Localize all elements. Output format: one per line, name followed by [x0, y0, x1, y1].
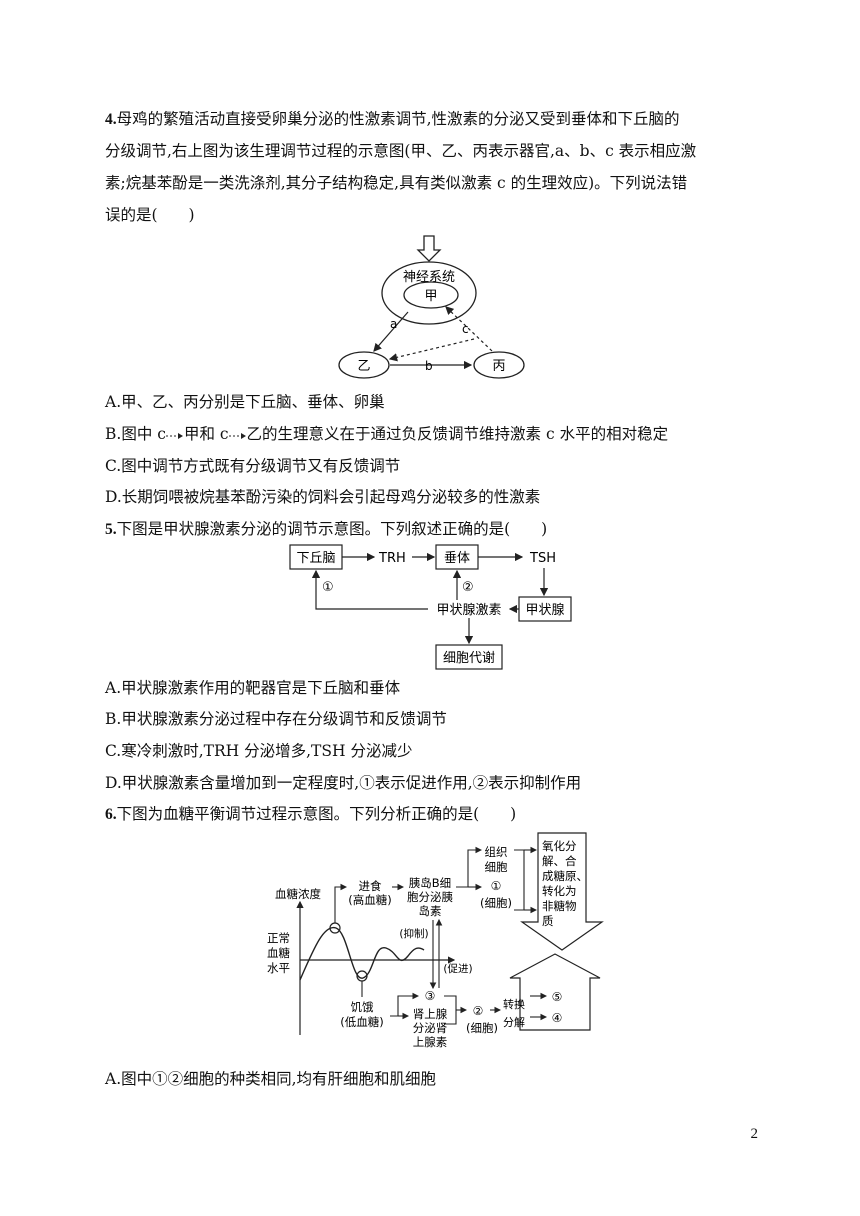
q6-stem-text: 下图为血糖平衡调节过程示意图。下列分析正确的是( )	[116, 805, 517, 823]
pituitary-label: 垂体	[444, 551, 470, 566]
label-c: c	[462, 322, 469, 336]
q4-option-b-part1: B.图中 c	[105, 425, 166, 443]
circle-4-label: ④	[552, 1011, 563, 1025]
result-label-5: 非糖物	[542, 899, 577, 913]
cell-bracket-top	[514, 849, 525, 911]
q4-stem-text-1: 母鸡的繁殖活动直接受卵巢分泌的性激素调节,性激素的分泌又受到垂体和下丘脑的	[116, 110, 680, 128]
thyroid-box	[518, 596, 572, 622]
q6-number: 6.	[105, 806, 117, 823]
q6-option-a: A.图中①②细胞的种类相同,均有肝细胞和肌细胞	[105, 1070, 437, 1088]
adrenal-label-2: 分泌肾	[413, 1021, 448, 1035]
islet-to-tissue-arrow	[456, 846, 483, 888]
q4-option-b-part3: 乙的生理意义在于通过负反馈调节维持激素 c 水平的相对稳定	[246, 425, 669, 443]
q5-option-b: B.甲状腺激素分泌过程中存在分级调节和反馈调节	[105, 710, 447, 728]
hunger-to-c3-arrow	[390, 992, 420, 1017]
q5-diagram: 下丘脑 TRH 垂体 TSH 甲状腺 甲状腺激素 ② ① 细胞代谢	[289, 544, 572, 670]
dashed-arrow-icon	[228, 433, 246, 439]
normal-label-3: 水平	[267, 961, 290, 975]
q4-stem-line-4: 误的是( )	[105, 206, 195, 224]
promote-label: (促进)	[443, 962, 472, 975]
tsh-label: TSH	[529, 551, 556, 566]
q6-diagram: 血糖浓度 正常 血糖 水平 进食 (高血糖) 胰岛B细 胞分泌胰 岛素 组织 细…	[267, 832, 604, 1049]
q4-option-a: A.甲、乙、丙分别是下丘脑、垂体、卵巢	[105, 393, 385, 411]
up-arrow-icon	[509, 953, 601, 1031]
adrenal-label-1: 肾上腺	[413, 1007, 448, 1021]
adrenal-label-3: 上腺素	[413, 1035, 448, 1049]
eat-label-2: (高血糖)	[348, 893, 391, 907]
result-label-4: 转化为	[542, 884, 577, 898]
q4-option-b-part2: 甲和 c	[183, 425, 229, 443]
jia-ellipse	[403, 281, 459, 309]
normal-label-2: 血糖	[267, 946, 290, 960]
circle-3-label: ③	[425, 989, 436, 1003]
thyroid-label: 甲状腺	[525, 603, 564, 618]
islet-label-1: 胰岛B细	[409, 876, 451, 890]
q5-option-d: D.甲状腺激素含量增加到一定程度时,①表示促进作用,②表示抑制作用	[105, 774, 582, 792]
bing-ellipse	[473, 351, 525, 379]
q4-stem-line-3: 素;烷基苯酚是一类洗涤剂,其分子结构稳定,具有类似激素 c 的生理效应)。下列说…	[105, 174, 688, 192]
metabolism-box	[435, 644, 503, 670]
yi-ellipse	[338, 351, 390, 379]
q4-option-d: D.长期饲喂被烷基苯酚污染的饲料会引起母鸡分泌较多的性激素	[105, 488, 541, 506]
q4-option-b: B.图中 c 甲和 c 乙的生理意义在于通过负反馈调节维持激素 c 水平的相对稳定	[105, 423, 668, 445]
islet-label-2: 胞分泌胰	[407, 890, 453, 904]
eat-arrow	[334, 883, 348, 923]
yi-label: 乙	[357, 359, 370, 374]
circle-5-label: ⑤	[552, 990, 563, 1004]
arrow-a	[373, 311, 409, 352]
convert-label: 转换	[503, 997, 525, 1011]
pituitary-box	[435, 544, 479, 570]
q5-option-c: C.寒冷刺激时,TRH 分泌增多,TSH 分泌减少	[105, 742, 413, 760]
result-label-2: 解、合	[542, 854, 577, 868]
hunger-label-1: 饥饿	[351, 1000, 374, 1014]
circle-2-label: ②	[473, 1004, 484, 1018]
q5-number: 5.	[105, 521, 117, 538]
trh-label: TRH	[378, 551, 406, 566]
hypothalamus-box	[289, 544, 343, 570]
q4-option-c: C.图中调节方式既有分级调节又有反馈调节	[105, 457, 401, 475]
label-a: a	[390, 317, 397, 331]
circle-1-label: ①	[322, 580, 334, 595]
inhibit-label: (抑制)	[399, 927, 428, 940]
decompose-label: 分解	[503, 1015, 525, 1029]
q4-number: 4.	[105, 111, 117, 128]
circle-2-label: ②	[462, 580, 474, 595]
bing-label: 丙	[492, 359, 505, 374]
feedback-line-1	[311, 569, 428, 610]
glucose-curve	[299, 926, 425, 981]
q4-stem-line-2: 分级调节,右上图为该生理调节过程的示意图(甲、乙、丙表示器官,a、b、c 表示相…	[105, 142, 697, 160]
arrow-c-to-yi	[388, 338, 475, 362]
nervous-system-label: 神经系统	[403, 270, 455, 285]
eat-label-1: 进食	[359, 879, 382, 893]
hypothalamus-label: 下丘脑	[296, 551, 335, 566]
tissue-label-1: 组织	[485, 845, 508, 859]
jia-label: 甲	[424, 289, 437, 304]
hormone-label: 甲状腺激素	[436, 603, 501, 618]
metabolism-label: 细胞代谢	[443, 650, 495, 666]
y-axis-label: 血糖浓度	[275, 887, 321, 901]
q5-stem: 5.下图是甲状腺激素分泌的调节示意图。下列叙述正确的是( )	[105, 518, 547, 541]
cell-label: (细胞)	[480, 896, 512, 910]
input-arrow-icon	[416, 235, 442, 262]
q4-stem-line-1: 4.母鸡的繁殖活动直接受卵巢分泌的性激素调节,性激素的分泌又受到垂体和下丘脑的	[105, 108, 680, 131]
cell2-label: (细胞)	[466, 1021, 498, 1035]
result-label-1: 氧化分	[542, 839, 577, 853]
islet-label-3: 岛素	[419, 904, 442, 918]
dashed-arrow-icon	[165, 433, 183, 439]
page-number: 2	[750, 1126, 759, 1142]
hunger-label-2: (低血糖)	[340, 1015, 383, 1029]
result-label-3: 成糖原、	[542, 869, 588, 883]
circle-1-label: ①	[491, 879, 502, 893]
q5-stem-text: 下图是甲状腺激素分泌的调节示意图。下列叙述正确的是( )	[116, 520, 548, 538]
label-b: b	[425, 359, 433, 373]
normal-label-1: 正常	[267, 931, 290, 945]
result-down-arrow-icon	[520, 832, 604, 951]
tissue-label-2: 细胞	[485, 860, 508, 874]
q4-diagram: 神经系统 甲 乙 丙 a b c	[338, 235, 525, 379]
q6-stem: 6.下图为血糖平衡调节过程示意图。下列分析正确的是( )	[105, 803, 516, 826]
q5-option-a: A.甲状腺激素作用的靶器官是下丘脑和垂体	[105, 679, 401, 697]
arrow-c-to-jia	[445, 306, 493, 352]
result-label-6: 质	[542, 914, 554, 928]
